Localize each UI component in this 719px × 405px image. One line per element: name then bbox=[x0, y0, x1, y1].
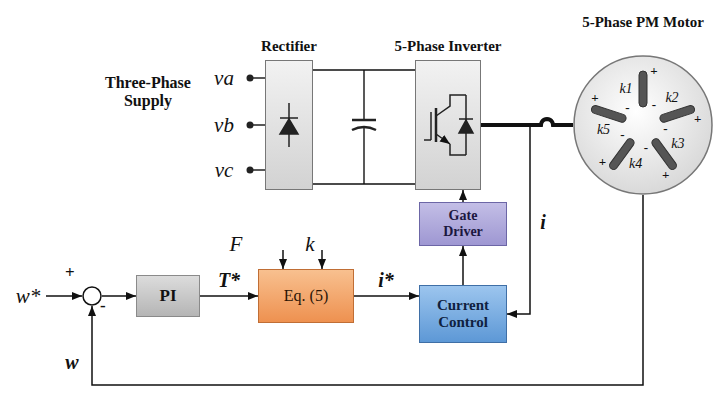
node-outline bbox=[573, 55, 713, 195]
terminal-dots bbox=[247, 75, 254, 174]
parameter-arrow bbox=[321, 250, 323, 269]
motor-phase-wire bbox=[481, 119, 573, 125]
summing-junction: +- bbox=[82, 286, 102, 306]
polarity-sign: - bbox=[620, 127, 624, 143]
igbt-symbol bbox=[424, 95, 473, 155]
winding-label: k5 bbox=[597, 122, 610, 138]
winding-coil bbox=[590, 105, 627, 124]
polarity-sign: + bbox=[591, 90, 598, 106]
terminal-dot bbox=[247, 167, 254, 174]
current-control-box: Current Control bbox=[419, 285, 507, 343]
parameter-label: k bbox=[305, 232, 314, 257]
terminal-dot bbox=[247, 122, 254, 129]
node-outline bbox=[82, 286, 102, 306]
diode-triangle bbox=[280, 119, 298, 134]
node-label: 5-Phase Inverter bbox=[394, 38, 501, 55]
collector-lead bbox=[436, 95, 466, 116]
capacitor-symbol bbox=[352, 70, 376, 184]
capacitor-lead bbox=[363, 70, 365, 120]
channel-bar bbox=[435, 108, 438, 142]
node-outline-circle bbox=[83, 287, 101, 305]
rectifier-box: Rectifier bbox=[265, 60, 313, 190]
emitter-lead bbox=[436, 134, 450, 144]
terminal-dot bbox=[247, 75, 254, 82]
capacitor-lead bbox=[363, 127, 365, 184]
inverter-fill bbox=[415, 60, 481, 190]
signal-label: w bbox=[64, 351, 79, 373]
winding-label: k2 bbox=[665, 90, 678, 106]
node-label: Gate Driver bbox=[428, 208, 498, 240]
gate-lead bbox=[424, 139, 431, 141]
node-label: Eq. (5) bbox=[284, 287, 328, 305]
current-command-arrow bbox=[354, 295, 419, 297]
node-label: Rectifier bbox=[261, 38, 317, 55]
gate-signal-arrow bbox=[462, 246, 464, 285]
equation-box: Eq. (5) bbox=[258, 269, 354, 323]
reference-label: w* bbox=[16, 284, 41, 309]
parameter-arrow bbox=[282, 250, 284, 269]
diode-bar bbox=[280, 117, 298, 119]
signal-label: i bbox=[539, 211, 547, 233]
node-outline-circle bbox=[574, 56, 712, 194]
diode-symbol bbox=[280, 103, 298, 147]
polarity-sign: - bbox=[652, 97, 656, 113]
signal-label: T* bbox=[217, 269, 241, 291]
node-label: - bbox=[100, 296, 106, 316]
node-label: Current Control bbox=[428, 297, 498, 331]
node-label: PI bbox=[160, 286, 177, 306]
gate-driver-box: Gate Driver bbox=[419, 202, 507, 246]
winding-coil bbox=[639, 71, 647, 107]
diode-triangle bbox=[459, 120, 473, 133]
gate-plate bbox=[430, 112, 432, 140]
reference-arrow bbox=[46, 295, 82, 297]
motor-circle: 5-Phase PM Motor bbox=[573, 55, 713, 195]
emitter-lead bbox=[450, 144, 466, 155]
polarity-sign: - bbox=[663, 121, 667, 137]
supply-label: Three-Phase Supply bbox=[98, 74, 198, 110]
polarity-sign: - bbox=[625, 100, 629, 116]
polarity-sign: + bbox=[662, 167, 669, 183]
speed-feedback-arrow bbox=[92, 195, 643, 385]
polarity-sign: + bbox=[694, 111, 701, 127]
capacitor-plate bbox=[352, 119, 376, 122]
diode-bar bbox=[459, 118, 473, 120]
node-label: 5-Phase PM Motor bbox=[582, 14, 704, 31]
rectifier-fill bbox=[265, 60, 313, 190]
voltage-label: vb bbox=[214, 113, 234, 138]
winding-coil bbox=[659, 105, 696, 124]
polarity-sign: - bbox=[644, 140, 648, 156]
signal-label: i* bbox=[377, 269, 395, 291]
signal-arrow bbox=[102, 295, 136, 297]
parameter-label: F bbox=[230, 232, 243, 257]
winding-label: k3 bbox=[671, 136, 684, 152]
dc-link-wire bbox=[313, 70, 415, 184]
polarity-sign: + bbox=[650, 63, 657, 79]
winding-label: k4 bbox=[629, 156, 642, 172]
gate-signal-arrow bbox=[462, 190, 464, 202]
stator-windings bbox=[590, 71, 695, 171]
polarity-sign: + bbox=[599, 154, 606, 170]
motor-disc bbox=[574, 56, 712, 194]
torque-command-arrow bbox=[200, 295, 258, 297]
pi-controller-box: PI bbox=[136, 275, 200, 317]
node-label: + bbox=[65, 263, 75, 283]
inverter-box: 5-Phase Inverter bbox=[415, 60, 481, 190]
voltage-label: va bbox=[214, 66, 234, 91]
voltage-label: vc bbox=[215, 158, 234, 183]
winding-label: k1 bbox=[619, 81, 632, 97]
